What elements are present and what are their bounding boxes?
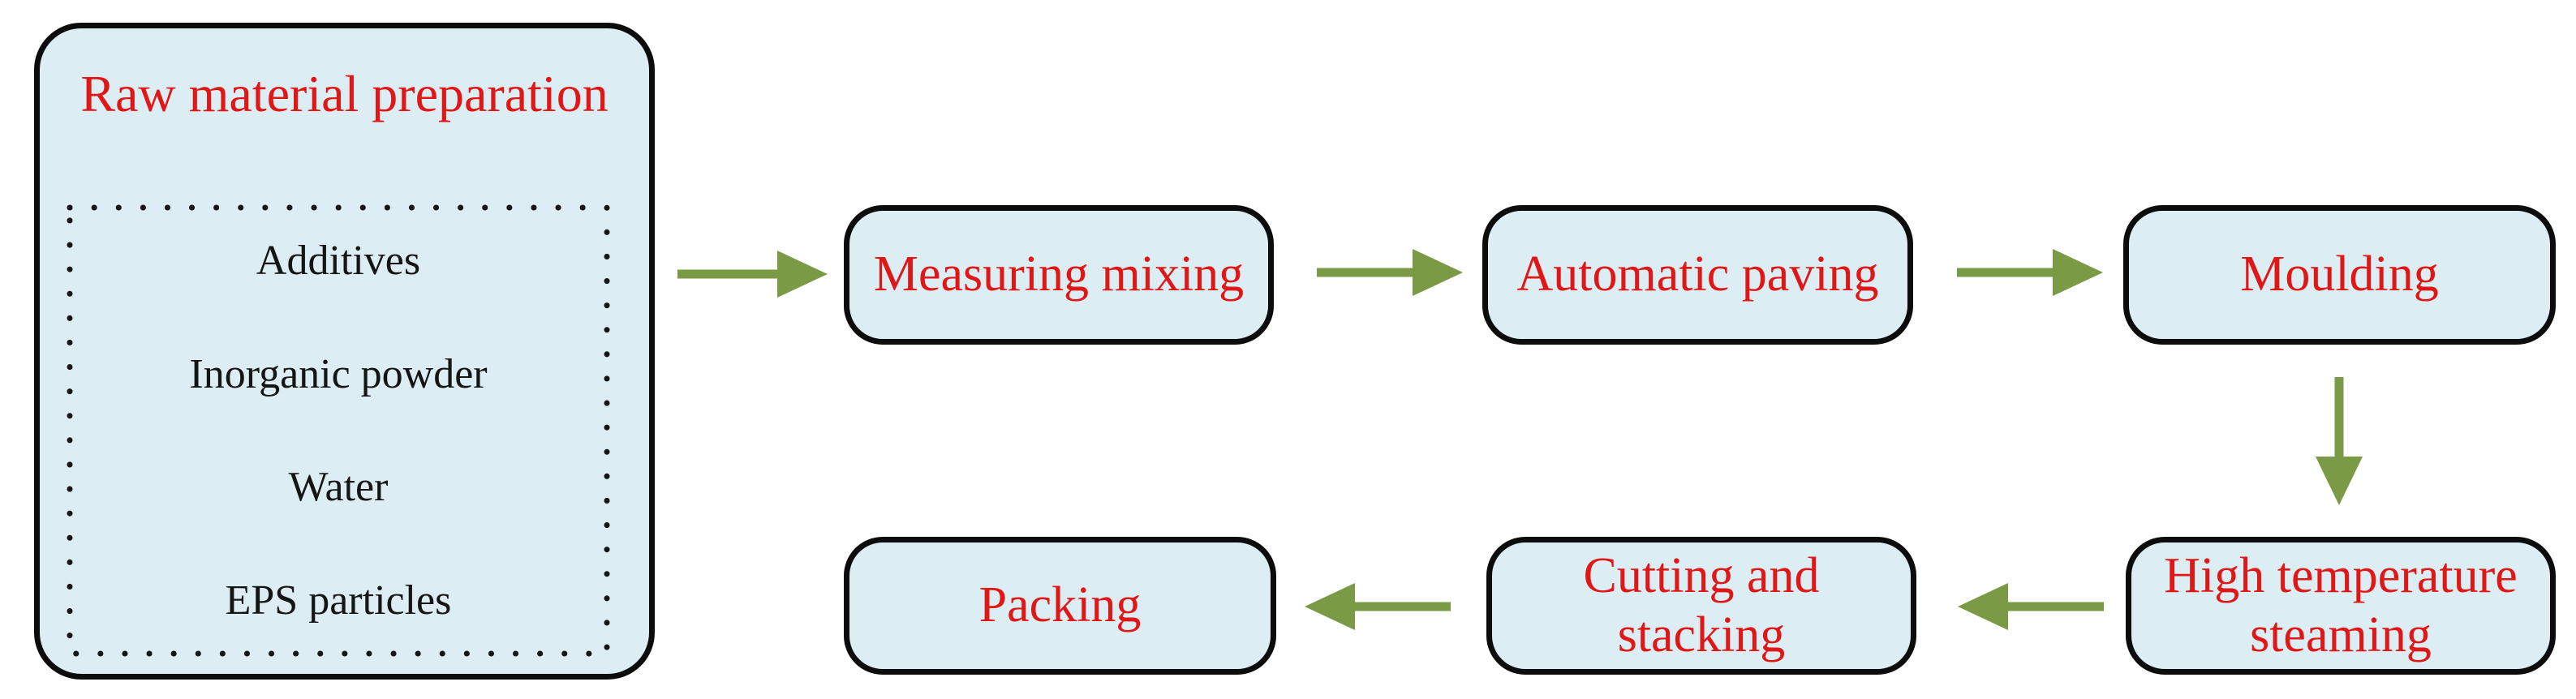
arrow-left-icon: [1958, 583, 2104, 630]
arrow-head: [1305, 583, 1355, 630]
ingredients-dotted-box: Additives Inorganic powder Water EPS par…: [67, 204, 610, 657]
arrow-down-icon: [2316, 377, 2363, 505]
ingredient-water: Water: [288, 464, 389, 511]
box-cutting-and-stacking: Cutting and stacking: [1486, 537, 1916, 675]
step-label: Measuring mixing: [873, 247, 1245, 302]
box-automatic-paving: Automatic paving: [1482, 205, 1913, 345]
arrow-right-icon: [1957, 249, 2103, 296]
arrow-head: [2053, 249, 2103, 296]
ingredient-list: Additives Inorganic powder Water EPS par…: [67, 204, 610, 657]
arrow-shaft: [677, 269, 784, 279]
arrow-head: [1958, 583, 2008, 630]
arrow-head: [2316, 457, 2363, 505]
step-label: Automatic paving: [1516, 247, 1879, 302]
box-moulding: Moulding: [2123, 205, 2556, 345]
box-raw-material-preparation: Raw material preparation Additives Inorg…: [34, 23, 655, 680]
box-packing: Packing: [844, 537, 1276, 675]
ingredient-inorganic-powder: Inorganic powder: [189, 350, 488, 397]
arrow-shaft: [1348, 602, 1451, 611]
step-label: Moulding: [2240, 247, 2439, 302]
step-label: Cutting and stacking: [1583, 547, 1820, 663]
arrow-right-icon: [677, 251, 828, 298]
step-label: High temperature steaming: [2164, 547, 2518, 663]
arrow-shaft: [2002, 602, 2104, 611]
step-label: Packing: [978, 577, 1142, 633]
ingredient-additives: Additives: [256, 238, 421, 285]
arrow-head: [1413, 249, 1463, 296]
arrow-shaft: [1957, 268, 2059, 277]
arrow-shaft: [1317, 268, 1419, 277]
ingredient-eps-particles: EPS particles: [225, 577, 452, 624]
arrow-right-icon: [1317, 249, 1463, 296]
raw-material-title: Raw material preparation: [80, 65, 609, 122]
dotted-border-icon: [67, 204, 610, 657]
arrow-shaft: [2334, 377, 2344, 460]
box-measuring-mixing: Measuring mixing: [844, 205, 1274, 345]
arrow-left-icon: [1305, 583, 1451, 630]
box-high-temperature-steaming: High temperature steaming: [2126, 537, 2556, 675]
arrow-head: [777, 251, 828, 298]
